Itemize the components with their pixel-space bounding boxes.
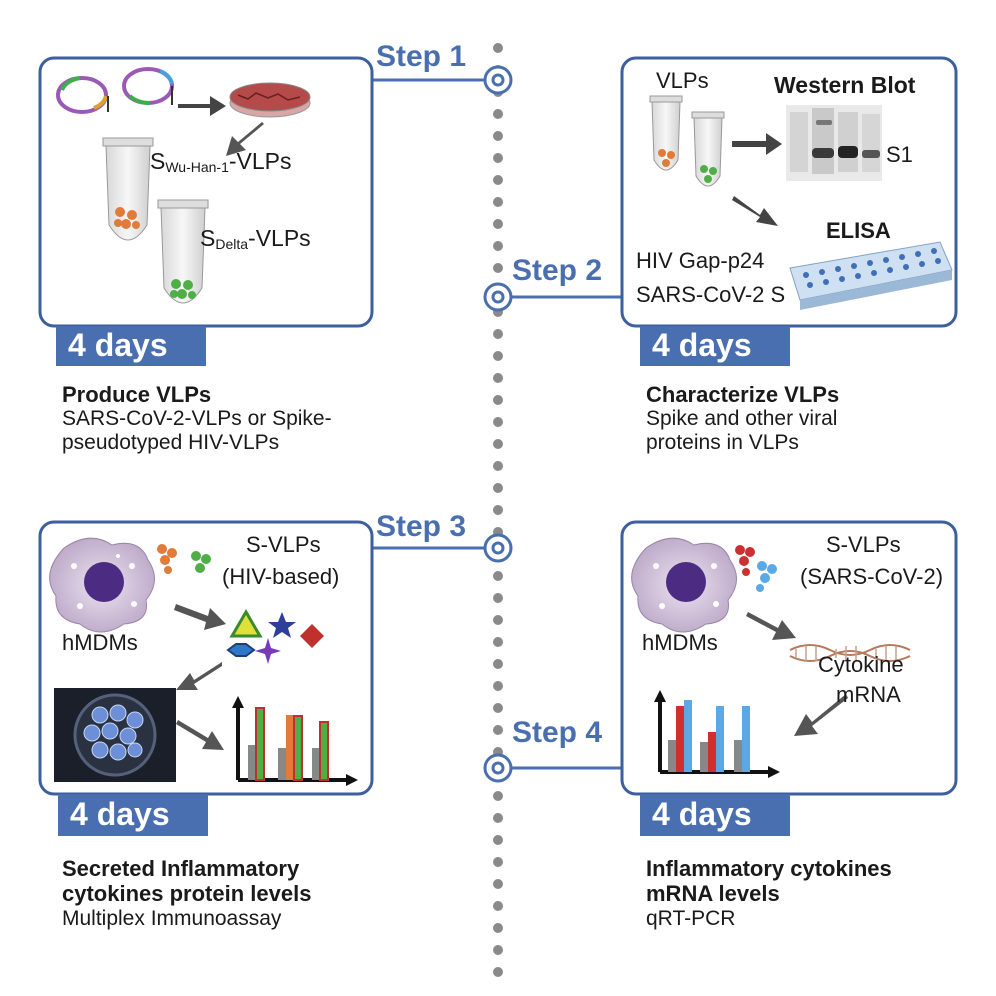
arrow-icon [226,122,264,156]
step-2-body-line-2: proteins in VLPs [646,431,799,455]
cytokine-shapes-icon [226,609,324,664]
step-2-caption: Characterize VLPs Spike and other viral … [646,382,839,456]
step-1-label: Step 1 [376,40,467,73]
tube-icon [649,95,725,187]
day-tabs [56,326,790,836]
step-1-duration: 4 days [68,327,168,363]
step-4-duration: 4 days [652,796,752,832]
step-2-body-line-1: Spike and other viral [646,407,838,431]
step-3-duration: 4 days [70,796,170,832]
multiplex-assay-image [54,688,176,782]
wuhan-vlps-label: SWu-Han-1-VLPs [150,148,292,175]
hmdms-label: hMDMs [62,630,138,655]
elisa-label: ELISA [826,218,891,243]
step-3-title-line-2: cytokines protein levels [62,881,312,907]
bar-chart-icon [654,690,780,778]
step-4-title-line-2: mRNA levels [646,881,780,907]
step-connectors [372,65,622,783]
step-1-body-line-1: SARS-CoV-2-VLPs or Spike- [62,407,332,431]
tube-icon [102,137,154,241]
cytokine-label: Cytokine [818,652,904,677]
tube-icon [157,199,209,304]
step-4-label: Step 4 [512,716,603,749]
step-1-body-line-2: pseudotyped HIV-VLPs [62,431,280,455]
vlps-label: VLPs [656,68,709,93]
s1-band-label: S1 [886,142,913,167]
macrophage-cell-icon [49,537,155,633]
bar-chart-icon [232,696,358,786]
s-vlps-label: S-VLPs [246,532,321,557]
step-3-title: Secreted Inflammatory [62,856,300,881]
sars-cov-2-label: (SARS-CoV-2) [800,564,944,589]
step-1-title: Produce VLPs [62,382,212,407]
step-3-body-line-1: Multiplex Immunoassay [62,906,282,930]
delta-vlps-label: SDelta-VLPs [200,225,311,252]
mrna-label: mRNA [836,682,901,707]
arrow-icon [178,96,226,116]
step-3-label: Step 3 [376,510,467,543]
elisa-plate-image [789,241,953,310]
western-blot-label: Western Blot [774,72,916,98]
mrna-strand-icon [789,644,911,662]
step-2-title: Characterize VLPs [646,382,840,407]
plasmid-icon [56,67,174,114]
hmdms-label: hMDMs [642,630,718,655]
macrophage-cell-icon [631,537,737,633]
s-vlps-label: S-VLPs [826,532,901,557]
hiv-based-label: (HIV-based) [222,564,340,589]
step-4-title: Inflammatory cytokines [646,856,892,881]
vlp-particles-icon [157,544,211,574]
culture-dish-icon [229,82,311,118]
hiv-gag-label: HIV Gap-p24 [636,248,765,273]
western-blot-image [786,105,882,181]
step-2-label: Step 2 [512,254,603,287]
vlp-particles-icon [735,545,777,592]
step-4-caption: Inflammatory cytokines mRNA levels qRT-P… [646,856,892,931]
step-3-caption: Secreted Inflammatory cytokines protein … [62,856,311,931]
step-1-caption: Produce VLPs SARS-CoV-2-VLPs or Spike- p… [62,382,332,456]
step-4-body-line-1: qRT-PCR [646,906,736,930]
arrow-icon [746,612,848,736]
arrow-icon [174,604,226,750]
arrow-icon [732,133,782,226]
step-2-duration: 4 days [652,327,752,363]
sars-spike-label: SARS-CoV-2 S [636,282,786,307]
